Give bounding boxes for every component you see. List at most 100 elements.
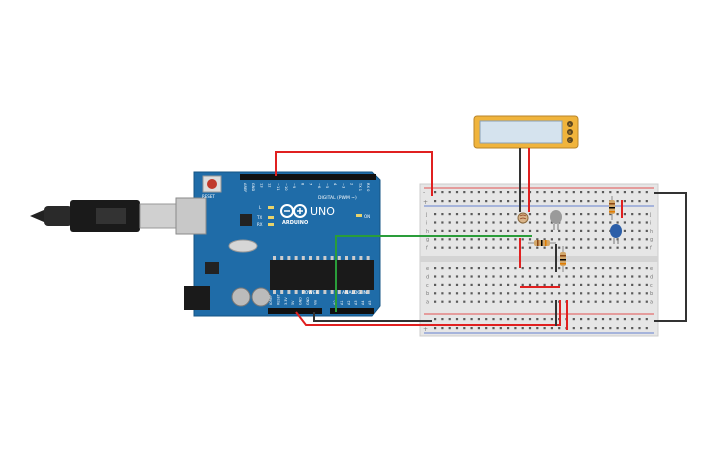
breadboard-hole[interactable] xyxy=(609,267,612,270)
breadboard-hole[interactable] xyxy=(594,200,597,203)
breadboard-hole[interactable] xyxy=(463,267,466,270)
breadboard-hole[interactable] xyxy=(587,283,590,286)
breadboard-hole[interactable] xyxy=(492,238,495,241)
breadboard-hole[interactable] xyxy=(601,267,605,270)
breadboard-hole[interactable] xyxy=(587,292,590,295)
breadboard-hole[interactable] xyxy=(536,292,539,295)
breadboard-hole[interactable] xyxy=(463,229,466,232)
breadboard-hole[interactable] xyxy=(528,246,532,249)
breadboard-hole[interactable] xyxy=(587,221,590,224)
breadboard-hole[interactable] xyxy=(470,275,473,278)
breadboard-hole[interactable] xyxy=(492,275,495,278)
breadboard-hole[interactable] xyxy=(499,200,502,203)
breadboard-hole[interactable] xyxy=(507,292,510,295)
breadboard-hole[interactable] xyxy=(477,318,480,321)
breadboard-hole[interactable] xyxy=(645,229,648,232)
breadboard-hole[interactable] xyxy=(441,213,444,216)
breadboard-hole[interactable] xyxy=(507,229,510,232)
breadboard-hole[interactable] xyxy=(477,200,480,203)
breadboard-hole[interactable] xyxy=(587,267,590,270)
breadboard-hole[interactable] xyxy=(638,229,641,232)
breadboard-hole[interactable] xyxy=(609,246,612,249)
breadboard-hole[interactable] xyxy=(572,221,575,224)
breadboard-hole[interactable] xyxy=(594,221,597,224)
breadboard-hole[interactable] xyxy=(536,213,539,216)
breadboard-hole[interactable] xyxy=(521,327,524,330)
breadboard-hole[interactable] xyxy=(616,283,619,286)
breadboard-hole[interactable] xyxy=(448,213,451,216)
breadboard-hole[interactable] xyxy=(521,292,524,295)
breadboard-hole[interactable] xyxy=(485,275,488,278)
breadboard-hole[interactable] xyxy=(565,229,568,232)
breadboard-hole[interactable] xyxy=(609,238,612,241)
breadboard-hole[interactable] xyxy=(543,200,546,203)
breadboard-hole[interactable] xyxy=(587,318,590,321)
breadboard-hole[interactable] xyxy=(470,267,473,270)
wire-black-gnd[interactable] xyxy=(313,312,432,322)
breadboard-hole[interactable] xyxy=(507,327,510,330)
breadboard-hole[interactable] xyxy=(448,318,451,321)
breadboard-hole[interactable] xyxy=(572,275,575,278)
breadboard-hole[interactable] xyxy=(499,318,502,321)
breadboard-hole[interactable] xyxy=(616,300,619,303)
breadboard-hole[interactable] xyxy=(543,221,546,224)
breadboard-hole[interactable] xyxy=(485,200,488,203)
breadboard-hole[interactable] xyxy=(594,318,597,321)
wires[interactable] xyxy=(275,148,687,330)
breadboard-hole[interactable] xyxy=(601,318,605,321)
breadboard-hole[interactable] xyxy=(528,283,532,286)
breadboard-hole[interactable] xyxy=(441,200,444,203)
breadboard-hole[interactable] xyxy=(623,300,626,303)
breadboard-hole[interactable] xyxy=(543,327,546,330)
breadboard-hole[interactable] xyxy=(594,229,597,232)
breadboard-hole[interactable] xyxy=(638,221,641,224)
breadboard-hole[interactable] xyxy=(558,200,561,203)
breadboard-hole[interactable] xyxy=(601,221,605,224)
breadboard-hole[interactable] xyxy=(638,292,641,295)
breadboard-hole[interactable] xyxy=(485,327,488,330)
breadboard-hole[interactable] xyxy=(580,200,583,203)
breadboard-hole[interactable] xyxy=(455,327,459,330)
breadboard-hole[interactable] xyxy=(521,283,524,286)
breadboard-hole[interactable] xyxy=(470,229,473,232)
breadboard-hole[interactable] xyxy=(558,283,561,286)
breadboard-hole[interactable] xyxy=(580,318,583,321)
breadboard-hole[interactable] xyxy=(601,283,605,286)
breadboard-hole[interactable] xyxy=(594,327,597,330)
arduino-uno-board[interactable]: RESET L TX RX ON ARDUINO UNO xyxy=(175,171,381,317)
breadboard-hole[interactable] xyxy=(492,283,495,286)
breadboard-hole[interactable] xyxy=(470,283,473,286)
breadboard-hole[interactable] xyxy=(580,221,583,224)
breadboard-hole[interactable] xyxy=(434,267,437,270)
breadboard-hole[interactable] xyxy=(470,200,473,203)
breadboard-hole[interactable] xyxy=(623,275,626,278)
breadboard-hole[interactable] xyxy=(623,267,626,270)
breadboard-hole[interactable] xyxy=(623,238,626,241)
breadboard-hole[interactable] xyxy=(485,238,488,241)
breadboard-hole[interactable] xyxy=(536,200,539,203)
breadboard-hole[interactable] xyxy=(631,246,634,249)
breadboard-hole[interactable] xyxy=(455,275,459,278)
breadboard-hole[interactable] xyxy=(543,318,546,321)
sensor-pin-b[interactable] xyxy=(567,129,573,135)
breadboard-hole[interactable] xyxy=(514,327,517,330)
resistor-2[interactable] xyxy=(560,246,566,272)
breadboard-hole[interactable] xyxy=(616,275,619,278)
breadboard-hole[interactable] xyxy=(631,275,634,278)
breadboard-hole[interactable] xyxy=(485,267,488,270)
breadboard-hole[interactable] xyxy=(485,191,488,194)
breadboard-hole[interactable] xyxy=(477,246,480,249)
breadboard-hole[interactable] xyxy=(587,229,590,232)
breadboard-hole[interactable] xyxy=(631,318,634,321)
breadboard-hole[interactable] xyxy=(528,292,532,295)
breadboard-hole[interactable] xyxy=(616,267,619,270)
breadboard-hole[interactable] xyxy=(594,246,597,249)
breadboard-hole[interactable] xyxy=(528,327,532,330)
breadboard-hole[interactable] xyxy=(594,283,597,286)
reset-button[interactable] xyxy=(207,179,217,189)
breadboard-hole[interactable] xyxy=(580,246,583,249)
breadboard-hole[interactable] xyxy=(580,300,583,303)
breadboard-hole[interactable] xyxy=(550,200,553,203)
breadboard-hole[interactable] xyxy=(623,229,626,232)
breadboard-hole[interactable] xyxy=(616,318,619,321)
